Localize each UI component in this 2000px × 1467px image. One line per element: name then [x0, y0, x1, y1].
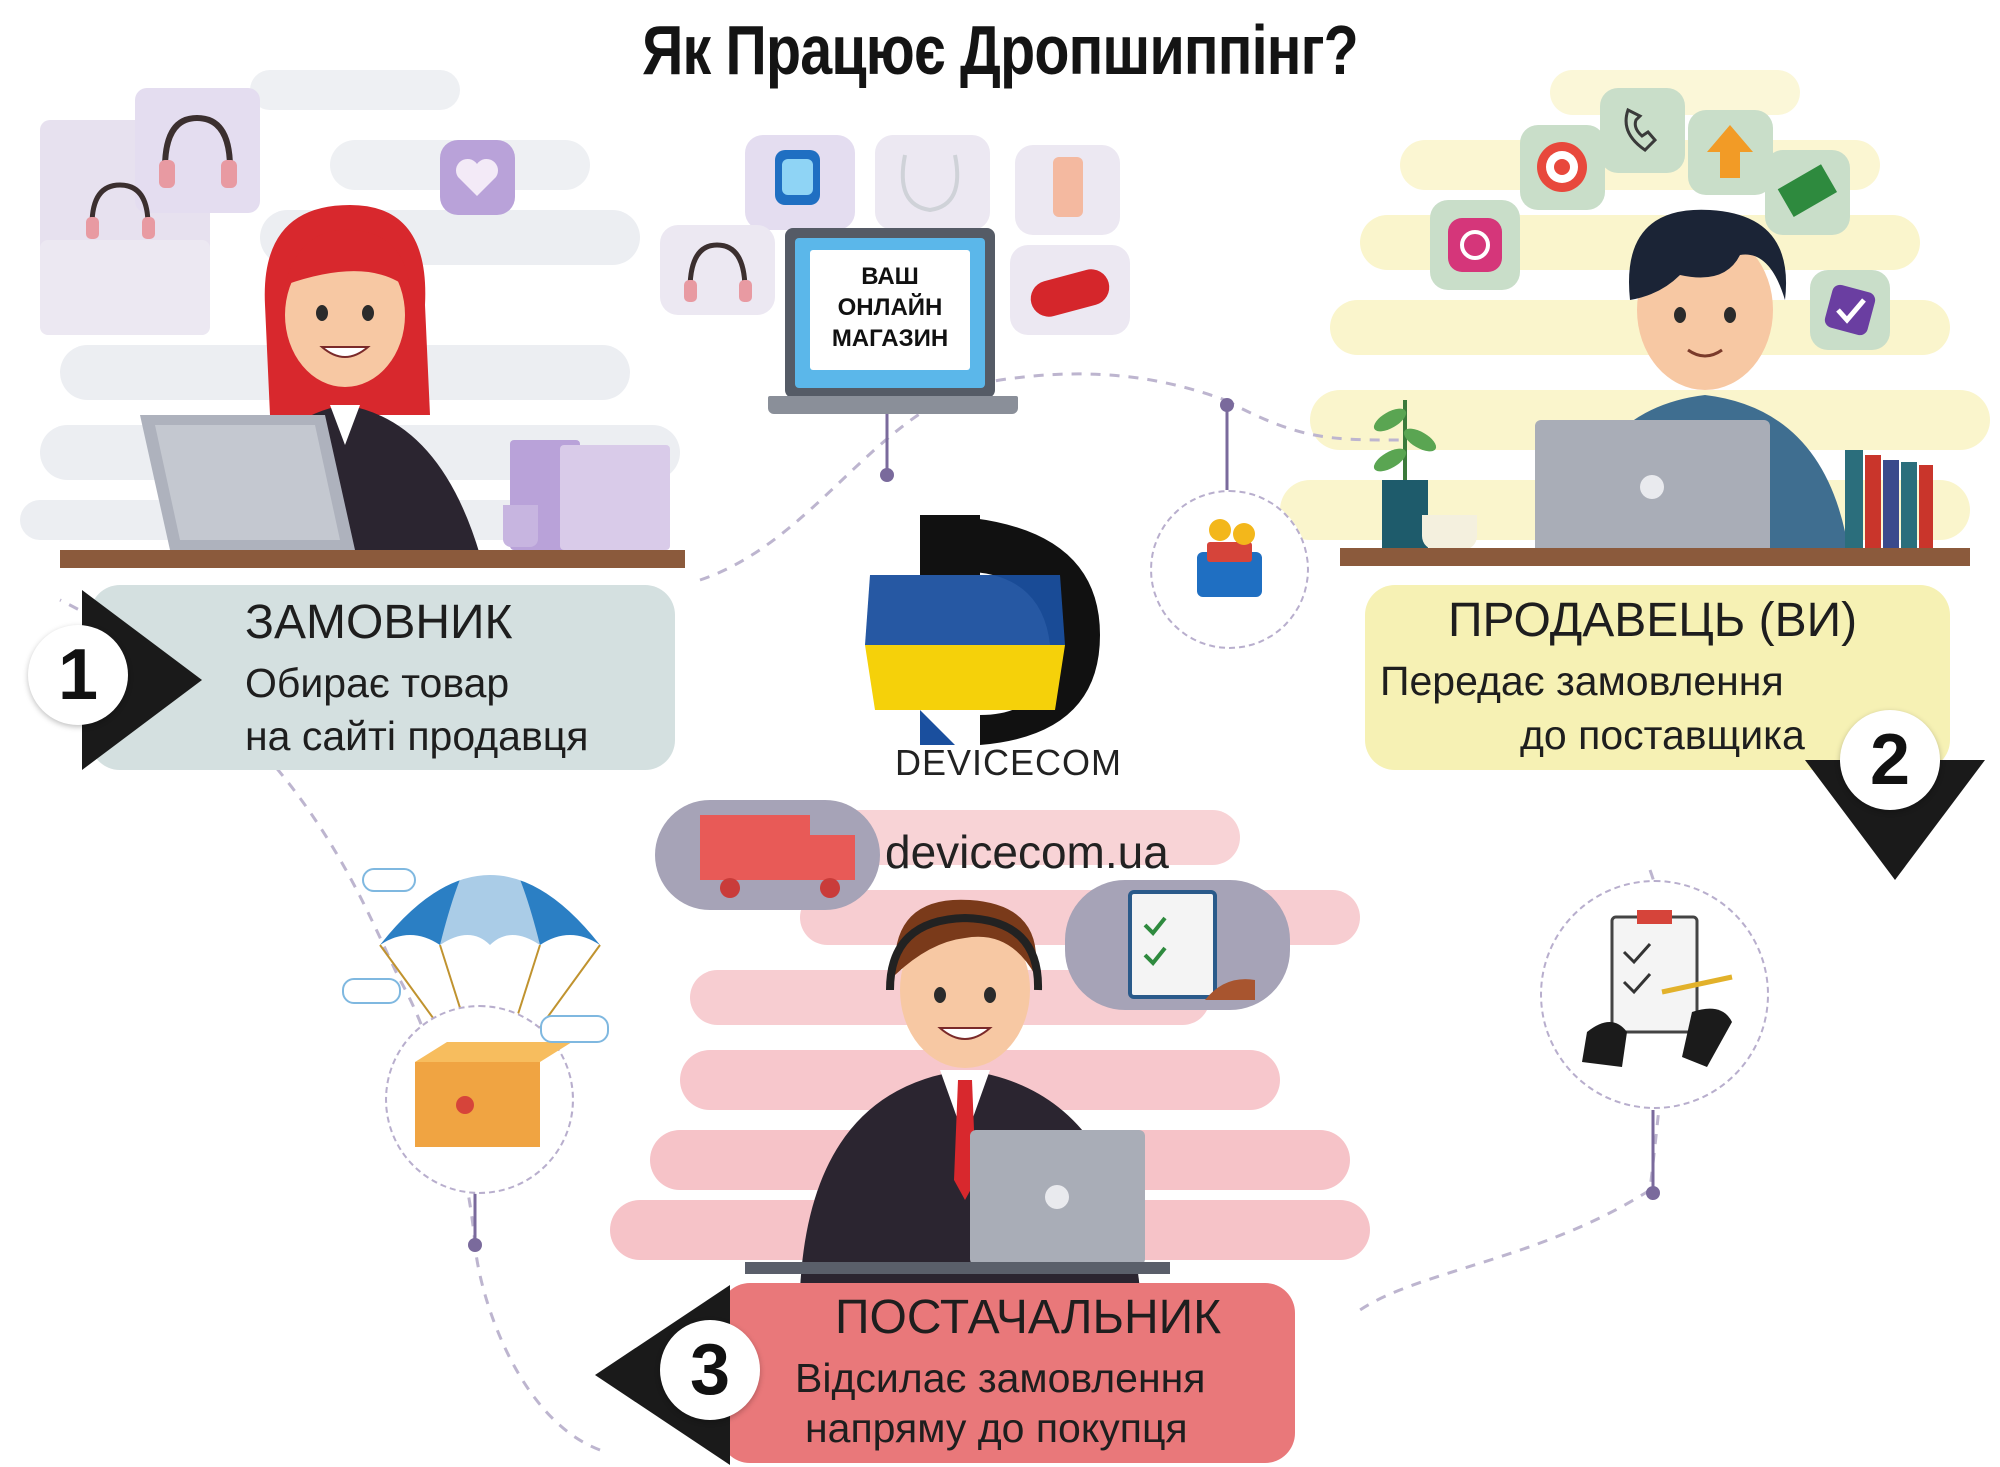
book: [1901, 462, 1917, 550]
contract-icon: [1582, 910, 1733, 1067]
customer-desk: [60, 550, 685, 568]
arrow-up-bubble: [1688, 110, 1773, 195]
shopping-bag: [560, 445, 670, 550]
shop-screen-line1: ВАШ: [861, 263, 919, 290]
step-2-line2: до поставщика: [1520, 712, 1805, 758]
product-bubble-watch: [745, 135, 855, 230]
truck-icon: [700, 815, 855, 898]
cup: [1422, 515, 1477, 550]
heart-icon: [455, 158, 499, 196]
product-card: [135, 88, 260, 213]
shop-screen-line3: МАГАЗИН: [831, 325, 949, 352]
call-icon: [1624, 107, 1658, 152]
step-2-line1: Передає замовлення: [1380, 658, 1784, 704]
headphones-icon: [159, 114, 237, 188]
product-bubble-headphones: [660, 225, 775, 315]
check-icon: [1824, 284, 1876, 336]
step-3-line1: Відсилає замовлення: [795, 1355, 1206, 1401]
cloud: [362, 868, 416, 892]
wallet-icon: [1197, 519, 1262, 597]
wallet-circle: [1150, 490, 1309, 649]
step-2-number: 2: [1840, 710, 1940, 810]
checklist-icon: [1128, 890, 1255, 1000]
step-1-number: 1: [28, 625, 128, 725]
step-1-arrow: [82, 590, 202, 770]
laptop-logo: [1045, 1185, 1069, 1209]
brand-name: DEVICECOM: [895, 742, 1123, 783]
money-bubble: [1765, 150, 1850, 235]
connector-dot: [1220, 398, 1234, 412]
product-bubble-speaker: [1010, 245, 1130, 335]
customer-laptop: [140, 415, 355, 550]
money-icon: [1777, 164, 1838, 217]
smartwatch-icon: [775, 150, 820, 205]
heart-bubble: [440, 140, 515, 215]
product-card: [70, 165, 170, 245]
product-bubble-cable: [875, 135, 990, 230]
page-title: Як Працює Дропшиппінг?: [642, 11, 1359, 89]
step-1-line1: Обирає товар: [245, 660, 510, 706]
instagram-bubble: [1430, 200, 1520, 290]
truck-bubble: [655, 800, 880, 910]
speaker-icon: [1030, 269, 1110, 317]
step-3-line2: напряму до покупця: [805, 1405, 1188, 1451]
phone-icon: [1053, 157, 1083, 217]
headphones-icon: [86, 182, 155, 239]
contract-circle: [1540, 880, 1769, 1109]
cable-icon: [900, 154, 960, 213]
step-3-panel: [720, 1283, 1295, 1463]
step-2-role: ПРОДАВЕЦЬ (ВИ): [1448, 594, 1858, 647]
brand-domain: devicecom.ua: [885, 826, 1169, 878]
book: [1845, 450, 1863, 550]
step-1-role: ЗАМОВНИК: [245, 596, 513, 649]
step-3-number: 3: [660, 1320, 760, 1420]
call-bubble: [1600, 88, 1685, 173]
cloud: [342, 978, 401, 1004]
shop-laptop-screen-panel: [810, 250, 970, 370]
shop-laptop-base: [768, 396, 1018, 414]
target-icon: [1537, 142, 1587, 192]
parachute-box-icon: [379, 835, 601, 1056]
headphones-icon: [684, 242, 752, 302]
cloud: [540, 1015, 609, 1043]
product-bubble-phone: [1015, 145, 1120, 235]
instagram-icon: [1448, 218, 1502, 272]
book: [1919, 465, 1933, 550]
decor-stripe: [250, 70, 460, 110]
step-1-line2: на сайті продавця: [245, 713, 589, 759]
cup: [503, 505, 538, 547]
plant: [1373, 400, 1437, 548]
laptop-logo: [1640, 475, 1664, 499]
arrow-up-icon: [1707, 125, 1753, 178]
checklist-bubble: [1065, 880, 1290, 1010]
connector-dot: [1646, 1186, 1660, 1200]
package-icon: [415, 1042, 572, 1147]
book: [1883, 460, 1899, 550]
shop-screen-line2: ОНЛАЙН: [837, 294, 943, 321]
decor-stripe: [820, 810, 1240, 865]
seller-desk: [1340, 548, 1970, 566]
connector-dot: [880, 468, 894, 482]
check-bubble: [1810, 270, 1890, 350]
step-3-role: ПОСТАЧАЛЬНИК: [835, 1291, 1222, 1344]
seller-laptop: [1535, 420, 1770, 555]
devicecom-logo: [865, 515, 1100, 745]
social-post-card: [40, 240, 210, 335]
supplier-desk: [745, 1262, 1170, 1274]
book: [1865, 455, 1881, 550]
connector-dot: [468, 1238, 482, 1252]
supplier-laptop: [970, 1130, 1145, 1265]
target-bubble: [1520, 125, 1605, 210]
